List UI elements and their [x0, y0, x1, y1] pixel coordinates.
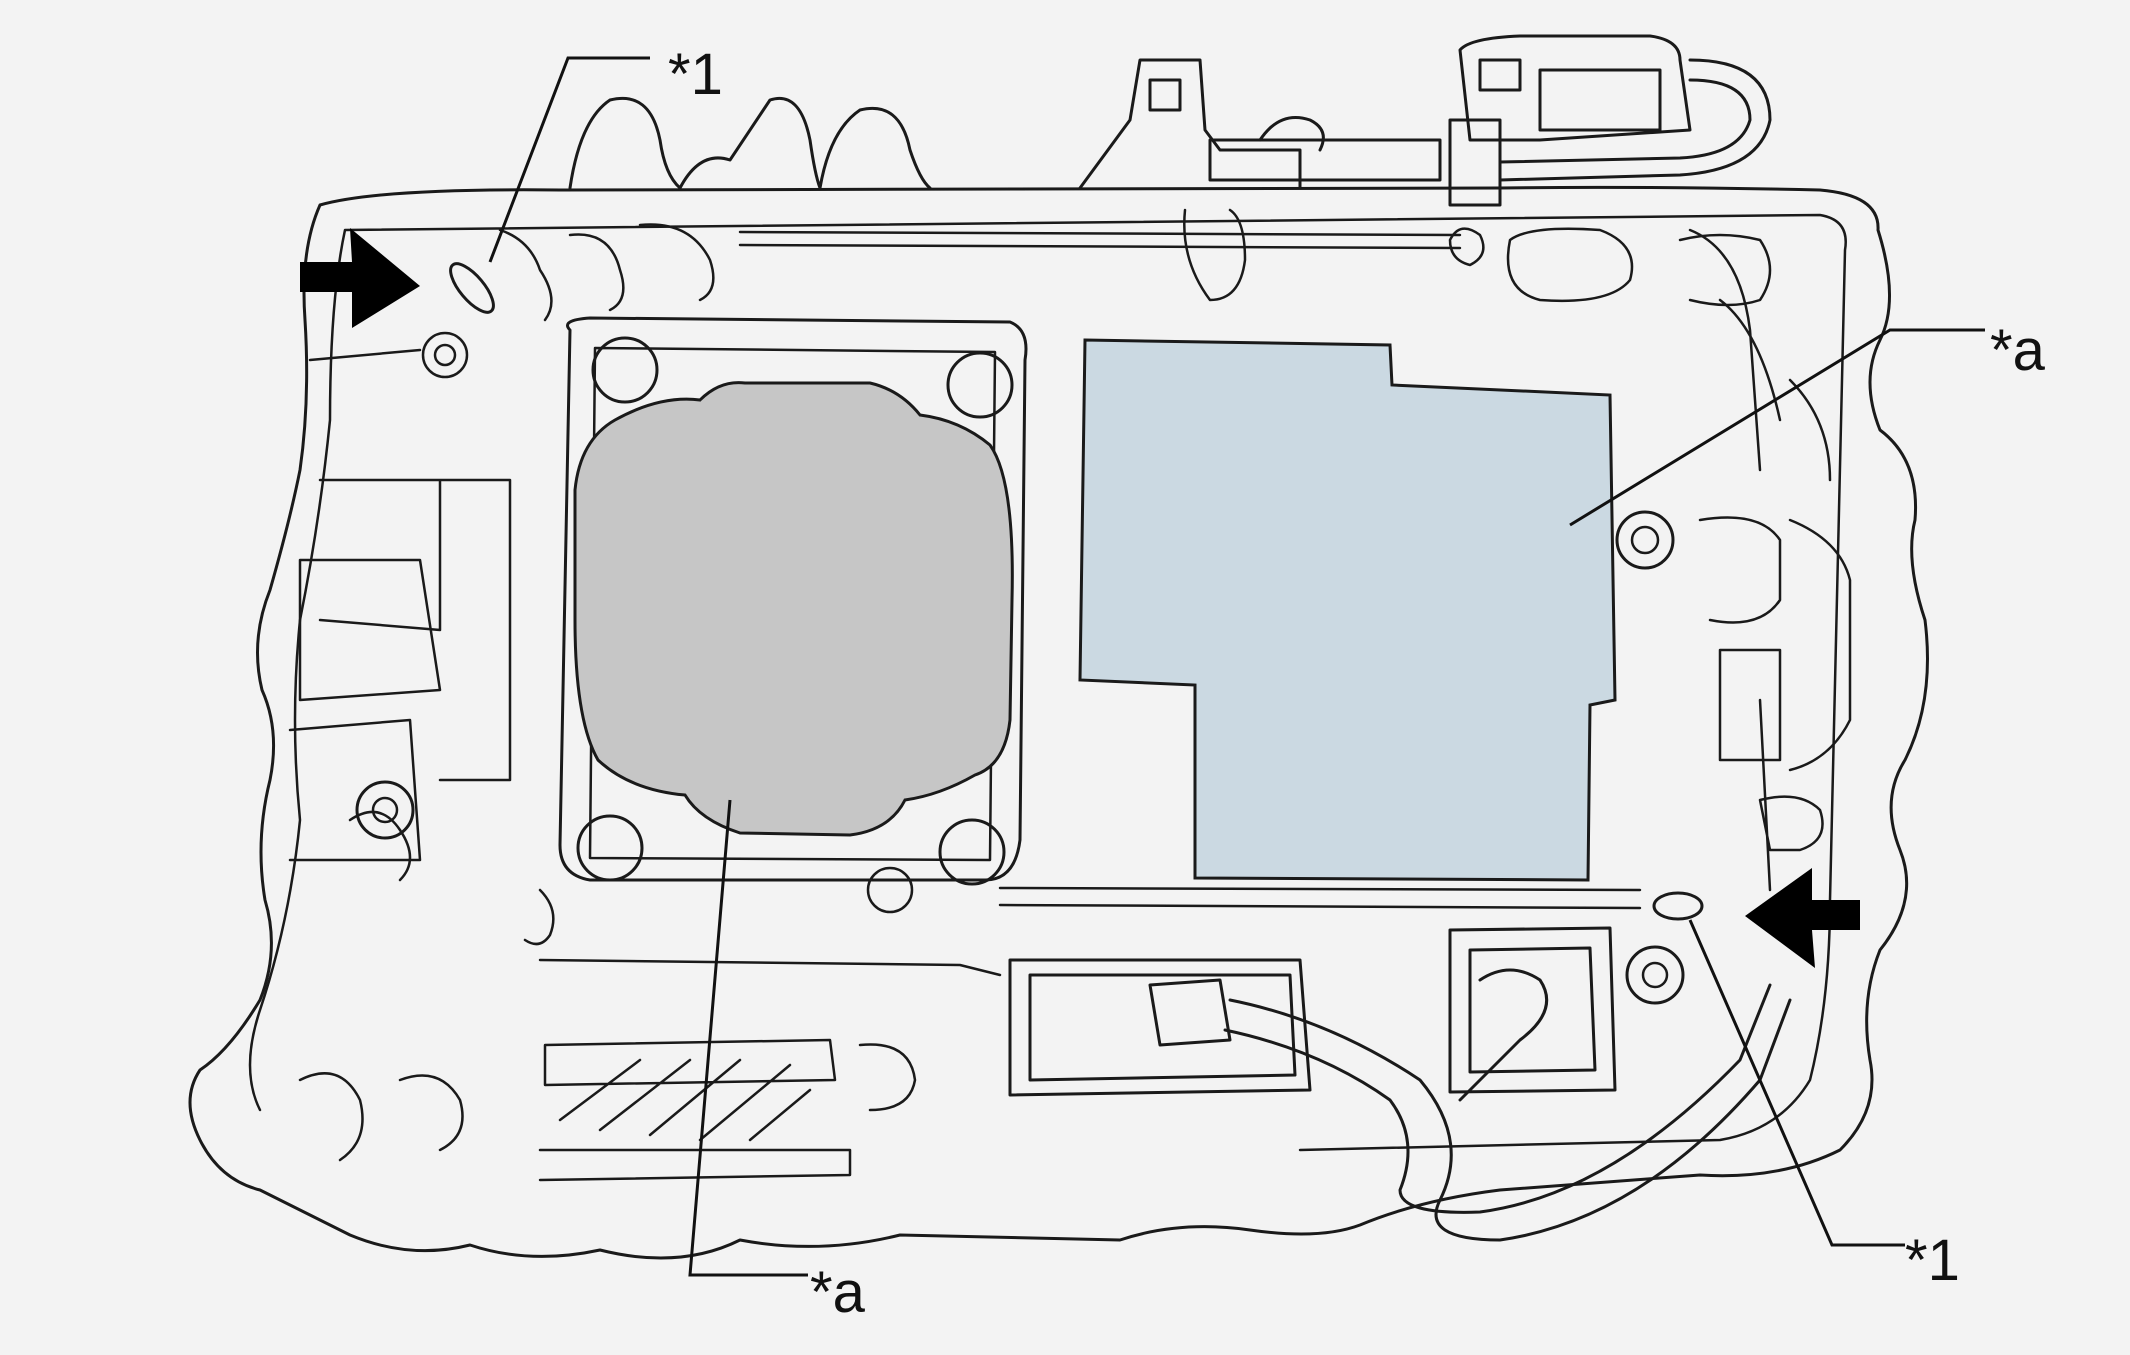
arrow-right-icon [300, 228, 420, 328]
left-boss-inner [371, 796, 399, 824]
housing-inner-rim [248, 213, 1847, 1152]
leader-stara-bottom [688, 799, 808, 1277]
seal-top-left [449, 262, 495, 314]
top-connector-box [1448, 34, 1692, 207]
upper-left-boss [421, 331, 469, 379]
top-bosses [1183, 208, 1772, 307]
lower-plug [1148, 978, 1232, 1047]
left-side-details [288, 223, 715, 882]
left-boss [355, 780, 415, 840]
right-lower-boss-inner [1641, 961, 1669, 989]
right-area-boss-inner [1630, 525, 1660, 555]
lower-connector-left [1008, 958, 1312, 1097]
right-lower-boss [1625, 945, 1685, 1005]
left-module-frame [558, 316, 1028, 882]
left-module-tab [523, 888, 555, 946]
top-connector [1078, 58, 1442, 190]
leader-star1-bottom [1688, 919, 1905, 1247]
callout-stara-right: *a [1990, 318, 2046, 383]
upper-left-boss-inner [433, 343, 457, 367]
top-channel [738, 230, 1462, 250]
callout-star1-bottom: *1 [1905, 1228, 1960, 1293]
module-corner-bl [576, 814, 644, 882]
callout-star1-top: *1 [668, 42, 723, 107]
lower-rail [538, 886, 1642, 977]
module-corner-br [938, 818, 1006, 886]
bottom-ribs [298, 1038, 917, 1182]
top-lobes [568, 96, 932, 190]
right-side-details [1688, 228, 1852, 892]
leader-stara-right [1569, 328, 1985, 527]
top-harness [1498, 58, 1772, 182]
housing-outline [188, 185, 1929, 1260]
module-corner-tr [946, 351, 1014, 419]
lower-connector-right [1448, 926, 1617, 1094]
left-module-fill [573, 381, 1014, 837]
module-corner-tl [591, 336, 659, 404]
module-lower-boss [866, 866, 914, 914]
right-area-fill [1078, 338, 1617, 882]
seal-bottom-right [1652, 891, 1704, 921]
callout-stara-bottom: *a [810, 1260, 866, 1325]
leader-star1-top [488, 56, 650, 263]
lower-harness [1223, 968, 1792, 1242]
arrow-left-icon [1745, 868, 1860, 968]
right-area-boss [1615, 510, 1675, 570]
